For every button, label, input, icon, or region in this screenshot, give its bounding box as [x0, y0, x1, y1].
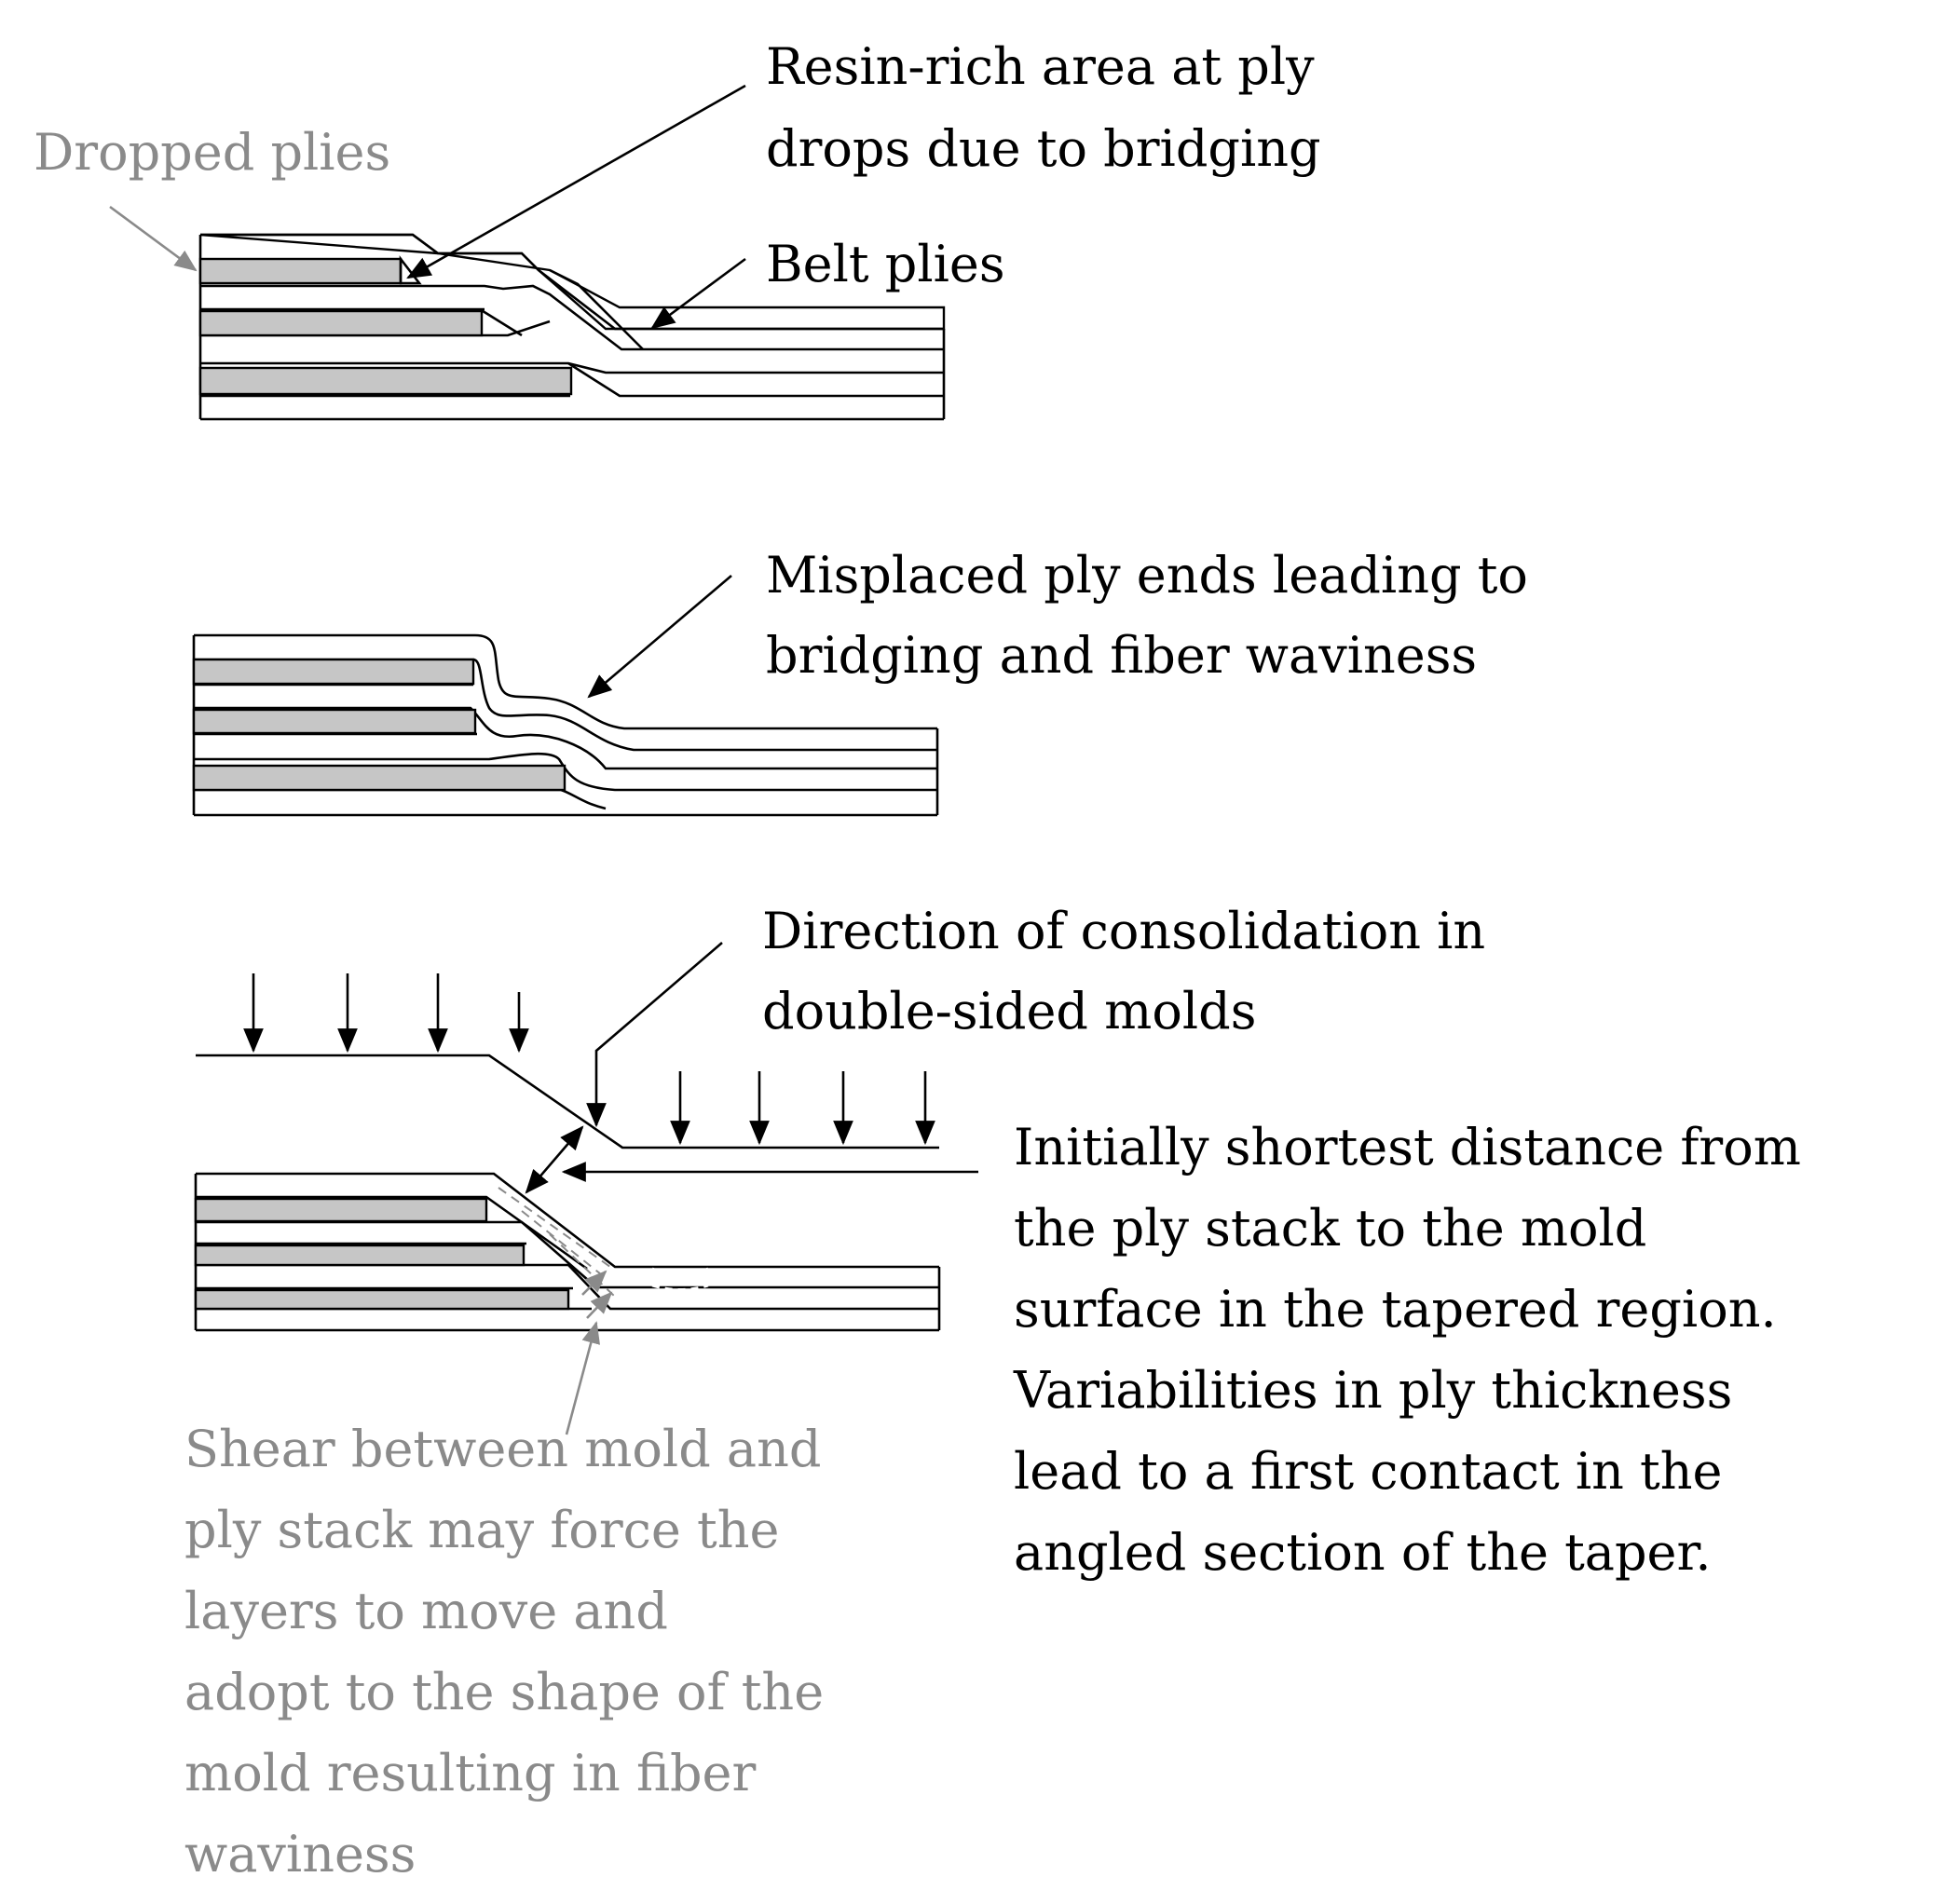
upper-mold-surface [196, 1054, 939, 1149]
resin-rich-label-line-1: Resin-rich area at ply [766, 37, 1315, 96]
initially-label-line-3: surface in the tapered region. [1014, 1280, 1777, 1339]
shear-arrow-2 [581, 1270, 607, 1296]
panel-resin-rich: Dropped plies Resin-rich area at ply dro… [34, 37, 1321, 421]
resin-rich-wedge [399, 255, 422, 285]
dropped-ply-1 [198, 257, 403, 285]
belt-plies-label: Belt plies [766, 235, 1005, 293]
direction-label-line-2: double-sided molds [762, 982, 1256, 1040]
dropped-ply-5 [192, 708, 477, 735]
dropped-plies-arrow [109, 205, 198, 272]
belt-plies-arrow [650, 257, 746, 330]
ply-stack-2 [192, 633, 939, 817]
dropped-ply-6 [192, 764, 566, 792]
misplaced-label-line-1: Misplaced ply ends leading to [766, 546, 1528, 605]
shear-arrow-3 [586, 1291, 613, 1319]
misplaced-label-line-2: bridging and fiber waviness [766, 626, 1477, 685]
shear-arrow-main [565, 1321, 600, 1435]
misplaced-arrow [587, 575, 732, 699]
ply-stack-3 [194, 1172, 941, 1332]
dropped-ply-2 [198, 309, 484, 337]
resin-rich-label-line-2: drops due to bridging [766, 119, 1321, 178]
initially-label-line-2: the ply stack to the mold [1014, 1199, 1646, 1258]
ply-stack-1 [198, 233, 946, 421]
dropped-ply-9 [194, 1288, 570, 1311]
shortest-distance-arrow [525, 1125, 584, 1194]
panel-double-sided-mold: Direction of consolidation in double-sid… [184, 902, 1801, 1884]
shear-label-line-2: ply stack may force the [184, 1501, 779, 1559]
dropped-ply-7 [194, 1197, 488, 1223]
shear-label-line-6: waviness [184, 1825, 416, 1884]
shear-label-line-5: mold resulting in fiber [184, 1744, 756, 1802]
shear-label-line-1: Shear between mold and [184, 1420, 821, 1478]
initially-label-line-5: lead to a first contact in the [1014, 1442, 1722, 1501]
initially-label-line-6: angled section of the taper. [1014, 1523, 1712, 1582]
consolidation-arrows [243, 973, 935, 1146]
panel-misplaced: Misplaced ply ends leading to bridging a… [192, 546, 1528, 817]
dropped-ply-8 [194, 1244, 526, 1267]
initially-label-line-4: Variabilities in ply thickness [1013, 1361, 1732, 1420]
dropped-ply-4 [192, 658, 475, 686]
direction-arrow [586, 942, 723, 1128]
dropped-plies-label: Dropped plies [34, 123, 390, 182]
shear-label-line-3: layers to move and [184, 1582, 668, 1640]
shear-label-line-4: adopt to the shape of the [184, 1663, 824, 1721]
initially-label-line-1: Initially shortest distance from [1014, 1118, 1801, 1176]
direction-label-line-1: Direction of consolidation in [762, 902, 1485, 960]
dropped-ply-3 [198, 366, 573, 396]
resin-rich-arrow [406, 84, 746, 279]
